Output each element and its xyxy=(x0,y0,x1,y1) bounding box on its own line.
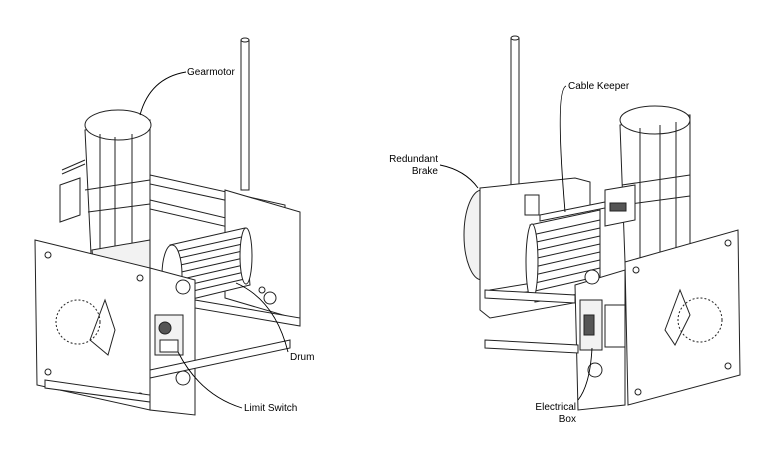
right-gearmotor xyxy=(604,105,691,263)
label-limit-switch: Limit Switch xyxy=(244,403,297,414)
callout-labels: Gearmotor Drum Limit Switch Redundant Br… xyxy=(187,67,630,425)
leader-lines xyxy=(139,71,593,409)
electrical-box xyxy=(579,299,626,351)
limit-switch xyxy=(154,314,184,356)
label-electrical-box-1: Electrical xyxy=(535,402,576,413)
cable-keeper-leader xyxy=(559,85,567,213)
right-drum xyxy=(525,201,606,303)
drum-leader xyxy=(235,282,289,353)
gearmotor-leader xyxy=(139,71,187,116)
redundant-brake-leader xyxy=(439,164,479,189)
right-pole xyxy=(510,35,520,189)
label-redundant-brake-2: Brake xyxy=(412,166,439,177)
left-bottom-rails xyxy=(44,379,151,403)
limit-switch-leader xyxy=(177,351,243,409)
label-cable-keeper: Cable Keeper xyxy=(568,81,630,92)
gearmotor xyxy=(84,109,152,279)
label-redundant-brake-1: Redundant xyxy=(389,154,438,165)
left-pole xyxy=(240,37,250,191)
label-drum: Drum xyxy=(290,352,314,363)
right-winch-view xyxy=(463,35,741,411)
left-side-box xyxy=(59,159,86,223)
label-gearmotor: Gearmotor xyxy=(187,67,235,78)
left-winch-view xyxy=(34,37,301,416)
electrical-box-leader xyxy=(577,347,593,401)
label-electrical-box-2: Box xyxy=(559,414,576,425)
right-front-plate xyxy=(624,229,741,406)
